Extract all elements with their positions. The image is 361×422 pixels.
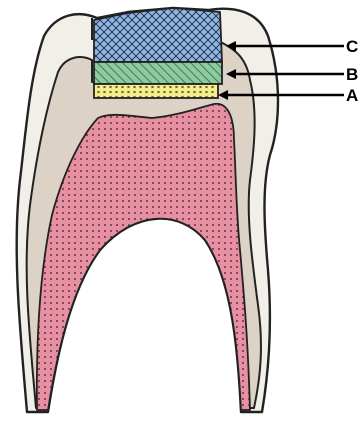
layer-c-restoration — [94, 8, 222, 62]
label-c: C — [346, 37, 358, 56]
label-a: A — [346, 86, 358, 105]
label-b: B — [346, 65, 358, 84]
layer-b-base — [94, 62, 222, 84]
layer-a-liner — [94, 84, 218, 98]
